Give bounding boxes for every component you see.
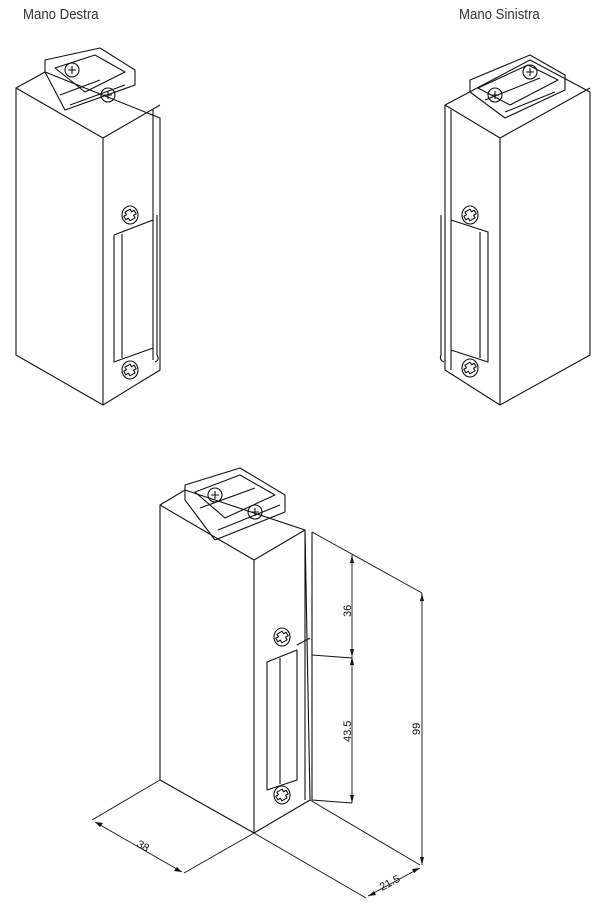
strike-right-hand bbox=[15, 47, 161, 406]
dim-depth: 21.5 bbox=[378, 873, 403, 894]
label-mano-destra: Mano Destra bbox=[23, 6, 99, 23]
dim-upper: 36 bbox=[342, 605, 354, 617]
dim-height: 99 bbox=[411, 723, 423, 735]
dim-strike: 43.5 bbox=[342, 721, 354, 742]
strike-dimensioned: 38 21.5 36 43.5 99 bbox=[91, 467, 424, 899]
label-mano-sinistra: Mano Sinistra bbox=[459, 6, 540, 23]
strike-left-hand bbox=[439, 54, 591, 406]
dim-width: 38 bbox=[135, 838, 152, 855]
